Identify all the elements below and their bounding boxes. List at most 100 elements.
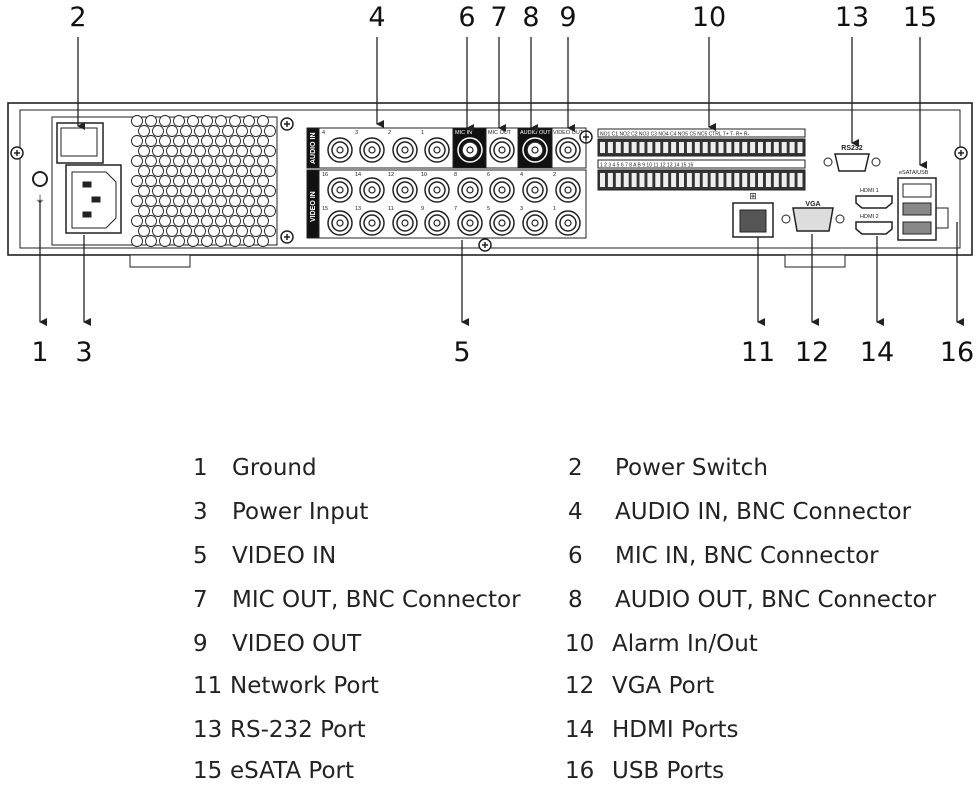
usb-port-2[interactable] — [902, 221, 932, 235]
bnc-connectors — [327, 137, 581, 236]
rs232-port[interactable] — [823, 153, 881, 172]
audio-out-label: AUDIO OUT — [520, 130, 551, 136]
callout-number: 12 — [795, 337, 829, 368]
vent-hole — [152, 165, 164, 177]
legend-label: MIC OUT, BNC Connector — [232, 587, 521, 613]
audio-in-bnc[interactable] — [359, 137, 385, 163]
audio-in-bnc[interactable] — [327, 137, 353, 163]
vent-hole — [222, 165, 234, 177]
vent-hole — [173, 215, 185, 227]
usb-port-1[interactable] — [902, 202, 932, 216]
audio-in-bnc[interactable] — [392, 137, 418, 163]
vent-hole — [131, 135, 143, 147]
video-in-bnc[interactable] — [457, 210, 483, 236]
vent-hole — [159, 215, 171, 227]
video-in-bnc[interactable] — [424, 177, 450, 203]
legend-label: VIDEO IN — [232, 543, 337, 569]
bnc-number: 13 — [355, 206, 361, 212]
video-in-bnc[interactable] — [424, 210, 450, 236]
terminal-pin — [631, 142, 637, 153]
legend-number: 3 — [193, 499, 208, 525]
hdmi-port-2[interactable] — [855, 221, 893, 235]
bnc-number: 3 — [355, 130, 358, 136]
vent-hole — [243, 235, 255, 247]
legend-number: 12 — [565, 673, 595, 699]
network-icon: ⊞ — [749, 192, 757, 202]
video-in-bnc[interactable] — [489, 177, 515, 203]
legend-label: AUDIO IN, BNC Connector — [615, 499, 912, 525]
vent-hole — [138, 125, 150, 137]
vent-hole — [229, 215, 241, 227]
vga-port[interactable] — [781, 207, 845, 232]
video-in-bnc[interactable] — [489, 210, 515, 236]
audio-out-bnc[interactable] — [522, 137, 548, 163]
bnc-number: 6 — [487, 172, 490, 178]
bnc-number: 16 — [322, 172, 328, 178]
legend-number: 5 — [193, 543, 208, 569]
bnc-number: 4 — [520, 172, 523, 178]
callout-number: 6 — [458, 2, 475, 33]
legend-item: 6 MIC IN, BNC Connector — [568, 543, 879, 569]
legend-label: Power Switch — [615, 455, 768, 481]
legend-number: 11 — [193, 673, 223, 699]
legend-number: 10 — [565, 631, 595, 657]
vent-hole — [145, 135, 157, 147]
mic-out-bnc[interactable] — [489, 137, 515, 163]
terminal-pin — [607, 173, 613, 187]
vent-hole — [131, 175, 143, 187]
vent-hole — [152, 185, 164, 197]
vent-hole — [159, 115, 171, 127]
audio-in-bnc[interactable] — [424, 137, 450, 163]
vent-hole — [201, 195, 213, 207]
vent-hole — [236, 205, 248, 217]
vent-hole — [236, 125, 248, 137]
vent-hole — [180, 205, 192, 217]
vent-hole — [145, 195, 157, 207]
vent-hole — [229, 195, 241, 207]
terminal-pin — [742, 173, 748, 187]
terminal-pin — [742, 142, 748, 153]
vent-hole — [215, 175, 227, 187]
network-port[interactable] — [732, 202, 774, 238]
video-in-bnc[interactable] — [457, 177, 483, 203]
bnc-number: 3 — [520, 206, 523, 212]
video-in-bnc[interactable] — [555, 210, 581, 236]
video-in-bnc[interactable] — [359, 210, 385, 236]
alarm-terminals[interactable] — [597, 128, 806, 191]
terminal-pin — [781, 173, 787, 187]
legend-number: 6 — [568, 543, 583, 569]
hdmi-port-1[interactable] — [855, 195, 893, 209]
vent-hole — [208, 145, 220, 157]
video-in-bnc[interactable] — [392, 210, 418, 236]
mic-in-label: MIC IN — [455, 130, 472, 136]
vent-hole — [250, 225, 262, 237]
screw-icon — [478, 238, 492, 252]
vent-hole — [152, 125, 164, 137]
video-out-bnc[interactable] — [555, 137, 581, 163]
video-in-bnc[interactable] — [522, 177, 548, 203]
video-in-bnc[interactable] — [522, 210, 548, 236]
terminal-pin — [663, 142, 669, 153]
video-in-bnc[interactable] — [392, 177, 418, 203]
vent-hole — [159, 175, 171, 187]
audio-in-label: AUDIO IN — [310, 133, 317, 165]
video-in-bnc[interactable] — [327, 177, 353, 203]
video-in-bnc[interactable] — [555, 177, 581, 203]
esata-port[interactable] — [902, 183, 932, 198]
video-in-bnc[interactable] — [359, 177, 385, 203]
vent-hole — [257, 115, 269, 127]
vent-hole — [215, 215, 227, 227]
video-in-label: VIDEO IN — [310, 191, 317, 222]
terminal-pin — [607, 142, 613, 153]
vent-hole — [194, 145, 206, 157]
legend-label: MIC IN, BNC Connector — [615, 543, 879, 569]
vent-hole — [229, 155, 241, 167]
terminal-pin — [600, 173, 605, 187]
mic-in-bnc[interactable] — [457, 137, 483, 163]
vent-hole — [222, 125, 234, 137]
video-in-bnc[interactable] — [327, 210, 353, 236]
